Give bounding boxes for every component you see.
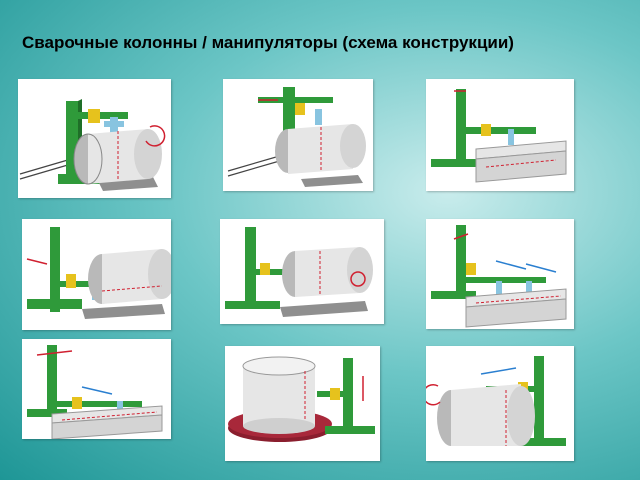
diagram-panel-pipe-rotation-center (223, 79, 373, 191)
diagram-panel-pipe-longitudinal (22, 219, 171, 330)
diagram-panel-beam-double-seam (426, 219, 574, 329)
diagram-panel-beam-seam (426, 79, 574, 191)
page-title: Сварочные колонны / манипуляторы (схема … (22, 33, 514, 52)
diagram-panel-pipe-circumferential (220, 219, 384, 324)
diagram-panel-vessel-turntable (225, 346, 380, 461)
diagram-panel-pipe-rotation-left (18, 79, 171, 198)
diagram-panel-beam-long-boom (22, 339, 171, 439)
diagram-panel-pipe-overhead (426, 346, 574, 461)
